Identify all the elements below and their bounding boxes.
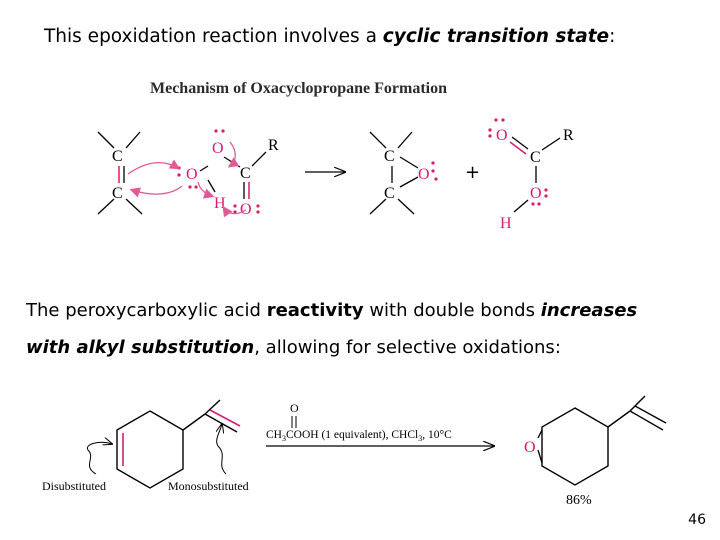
diene-reactant [116, 399, 241, 489]
alkene-carbon-top: C [112, 148, 123, 165]
acid-carbon: C [530, 149, 541, 166]
carboxylic-acid-product: O C R O H [488, 118, 574, 232]
selectivity-text-3: , allowing for selective oxidations: [254, 337, 561, 358]
reagent-carbonyl-oxygen: O [290, 401, 299, 415]
intro-suffix: : [609, 26, 616, 47]
epoxide-oxygen: O [418, 166, 430, 183]
selectivity-text: The peroxycarboxylic acid [26, 300, 267, 321]
epoxide-carbon-bottom: C [384, 185, 395, 202]
alkene-carbon-bottom: C [112, 185, 123, 202]
pointer-arrows [86, 424, 227, 475]
curved-arrows [127, 141, 247, 218]
r-group: R [268, 137, 279, 154]
acid-hydrogen: H [500, 215, 512, 232]
selectivity-bold: reactivity [266, 300, 364, 321]
intro-emphasis: cyclic transition state [382, 26, 610, 47]
plus-sign: + [465, 162, 480, 183]
peroxy-oxygen: O [186, 166, 198, 183]
epoxide-selective-product: O [524, 395, 667, 486]
peroxyacid: O O C R O H [177, 129, 279, 218]
page-number: 46 [688, 512, 706, 528]
label-disubstituted: Disubstituted [42, 479, 106, 493]
selectivity-text-2: with double bonds [363, 300, 541, 321]
alkene: C C [97, 131, 143, 215]
product-epoxide-oxygen: O [524, 439, 536, 456]
selectivity-italic-2: with alkyl substitution [26, 337, 255, 358]
product-yield: 86% [566, 493, 592, 508]
reagent-conditions: O CH3COOH (1 equivalent), CHCl3, 10°C [266, 401, 494, 446]
carbonyl-carbon: C [240, 165, 251, 182]
selectivity-line-1: The peroxycarboxylic acid reactivity wit… [26, 300, 637, 321]
selectivity-line-2: with alkyl substitution, allowing for se… [26, 337, 561, 358]
intro-line: This epoxidation reaction involves a cyc… [44, 26, 615, 47]
acid-r-group: R [563, 127, 574, 144]
acid-carbonyl-oxygen: O [496, 127, 508, 144]
intro-text: This epoxidation reaction involves a [44, 26, 383, 47]
selectivity-italic-1: increases [540, 300, 638, 321]
mechanism-title: Mechanism of Oxacyclopropane Formation [150, 80, 448, 97]
epoxide-product: C C O [369, 131, 438, 215]
epoxide-carbon-top: C [384, 148, 395, 165]
reagent-text: CH3COOH (1 equivalent), CHCl3, 10°C [266, 429, 452, 443]
acid-hydroxyl-oxygen: O [530, 185, 542, 202]
hydroxyl-oxygen: O [212, 140, 224, 157]
label-monosubstituted: Monosubstituted [168, 479, 249, 493]
carbonyl-oxygen: O [240, 201, 252, 218]
acidic-hydrogen: H [214, 195, 226, 212]
